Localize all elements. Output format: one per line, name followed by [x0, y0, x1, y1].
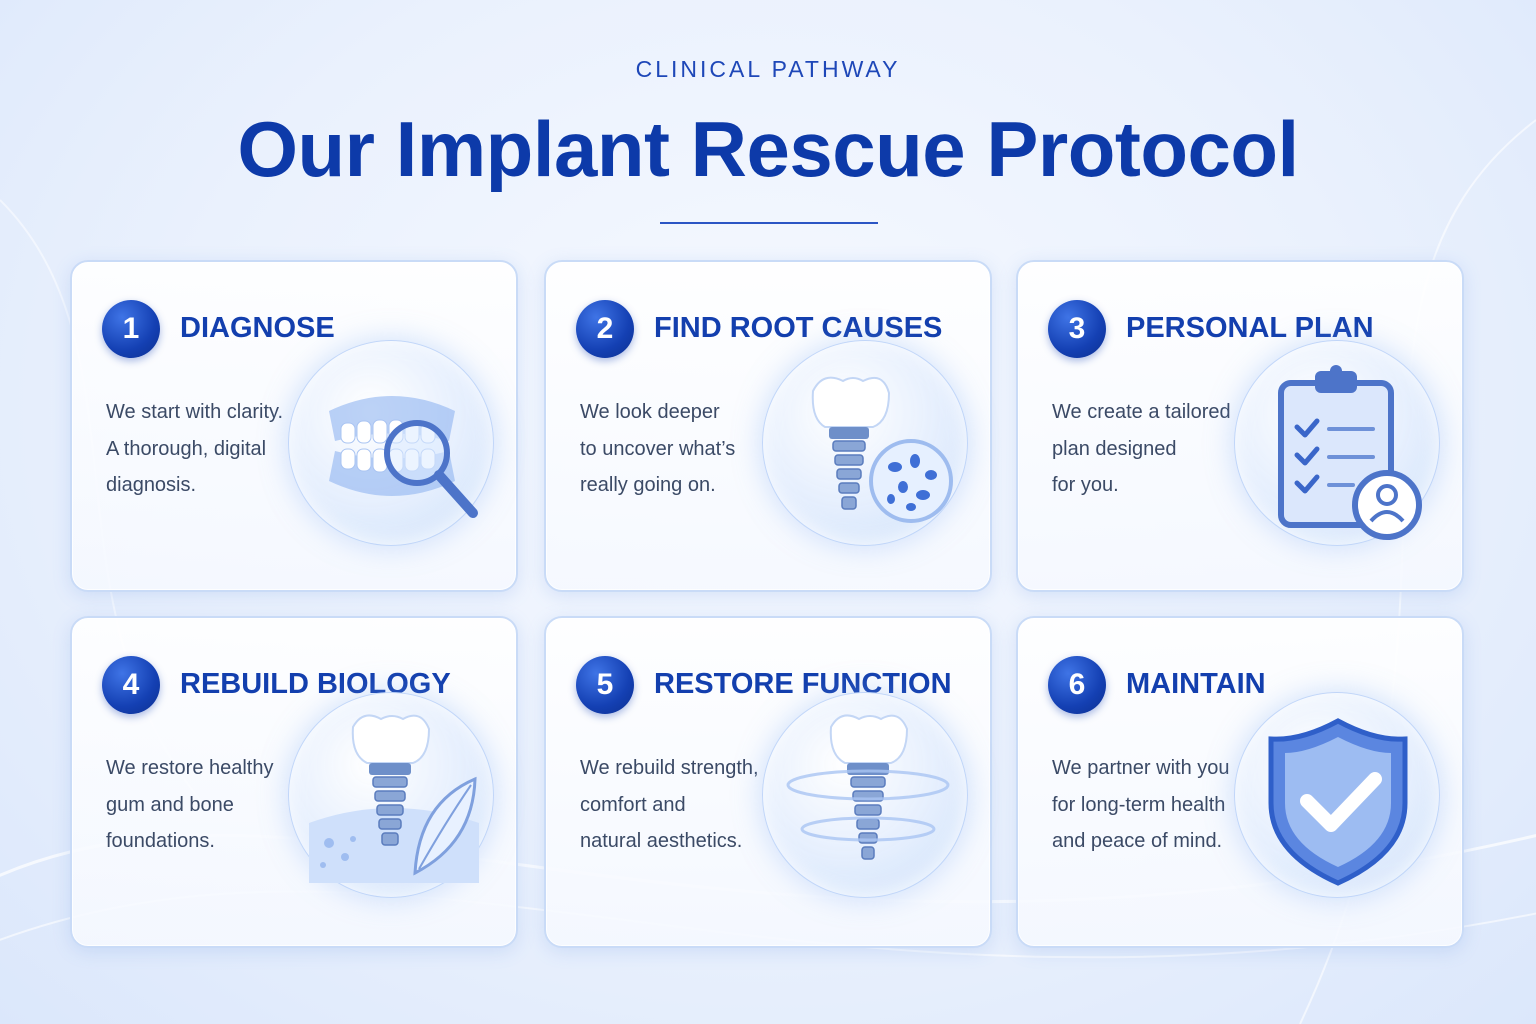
step-title: DIAGNOSE [180, 312, 335, 344]
implant-bacteria-icon [762, 340, 968, 546]
step-title: MAINTAIN [1126, 668, 1266, 700]
step-title: PERSONAL PLAN [1126, 312, 1374, 344]
step-number-badge: 3 [1048, 300, 1106, 358]
step-title: FIND ROOT CAUSES [654, 312, 943, 344]
clipboard-checklist-icon [1234, 340, 1440, 546]
title-divider [660, 222, 878, 224]
shield-check-icon [1234, 692, 1440, 898]
step-card-diagnose: 1 DIAGNOSE We start with clarity.A thoro… [70, 260, 518, 592]
step-card-restore-function: 5 RESTORE FUNCTION We rebuild strength,c… [544, 616, 992, 948]
step-number-badge: 6 [1048, 656, 1106, 714]
step-description: We start with clarity.A thorough, digita… [106, 401, 284, 496]
step-number-badge: 2 [576, 300, 634, 358]
step-title: RESTORE FUNCTION [654, 668, 952, 700]
teeth-magnifier-icon [288, 340, 494, 546]
step-number-badge: 4 [102, 656, 160, 714]
eyebrow-label: CLINICAL PATHWAY [635, 56, 901, 82]
step-number-badge: 5 [576, 656, 634, 714]
implant-leaf-icon [288, 692, 494, 898]
page-title: Our Implant Rescue Protocol [237, 105, 1299, 193]
step-number-badge: 1 [102, 300, 160, 358]
implant-rings-icon [762, 692, 968, 898]
